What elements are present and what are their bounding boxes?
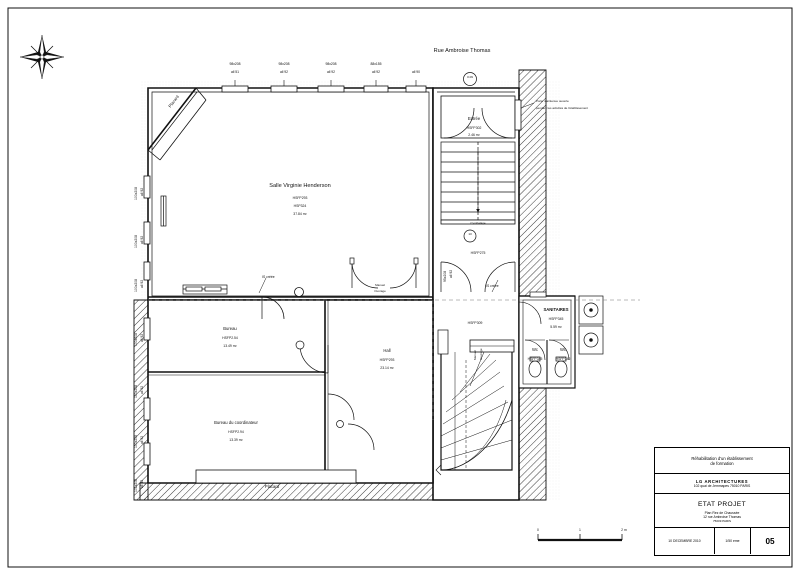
sheet-number-cell: 05 <box>751 528 789 554</box>
opening-label-left: 101x208 <box>134 478 138 492</box>
washbasin <box>578 295 604 355</box>
room-area: 13.39 m² <box>229 438 243 442</box>
room-label-wc: Wc <box>531 347 539 352</box>
note-door-line2: pendant les activités de l'établissement <box>536 106 588 110</box>
opening-label-size: 98x208 <box>325 62 337 66</box>
room-ref: HSFP293 <box>379 358 395 362</box>
room-ref: HSP324 <box>293 204 307 208</box>
room-label-sanitaires: SANITAIRES <box>543 307 569 312</box>
room-label-hall: Hall <box>383 348 391 353</box>
opening-label-left: 100x208 <box>134 234 138 248</box>
opening-label-right: 95x208 <box>443 270 447 282</box>
title-block-project: Réhabilitation d'un établissement de for… <box>655 448 789 474</box>
drawing-line-2: 12 rue Ambroise Thomas <box>703 515 741 519</box>
date-label: 10 DECEMBRE 2010 <box>668 539 701 543</box>
scale-tick-2: 2 m <box>621 528 627 532</box>
scale-tick-1: 1 <box>579 528 581 532</box>
room-ref: HSFP342 <box>555 357 571 361</box>
title-block-footer: 10 DECEMBRE 2010 1/50 eme 05 <box>655 528 789 554</box>
room-ref: HSFP345 <box>527 357 543 361</box>
room-label-bureau: Bureau <box>223 326 237 331</box>
opening-label-size: 98x208 <box>278 62 290 66</box>
opening-label-left-allege: all 92 <box>140 187 144 196</box>
double-door-swing <box>349 257 419 289</box>
note-door-line1: Porte maintenue ouverte <box>536 99 569 103</box>
room-area: 2.46 m² <box>468 133 480 137</box>
opening-label-allege: all 92 <box>371 70 381 74</box>
project-line-1: Réhabilitation d'un établissement <box>691 455 753 461</box>
opening-label-size: 88x155 <box>370 62 382 66</box>
note-ouvrage-vertical: Ouvrage <box>479 348 483 360</box>
opening-label-allege: all 92 <box>326 70 336 74</box>
note-manuel-vertical: Manuel <box>473 350 477 360</box>
note-manuel: Manuel <box>375 283 385 287</box>
title-block: Réhabilitation d'un établissement de for… <box>654 447 790 556</box>
note-ouvrage: Ouvrage <box>374 289 386 293</box>
note-created-wall: IS créée <box>262 275 275 279</box>
opening-label-left-allege: all 92 <box>140 333 144 342</box>
room-ref: HSFP302 <box>466 126 482 130</box>
title-block-drawing: ETAT PROJET Plan Rez de Chaussée 12 rue … <box>655 494 789 528</box>
opening-label-left: 100x208 <box>134 278 138 292</box>
firm-name: LG ARCHITECTURES <box>695 479 749 484</box>
room-label-entree: Entrée <box>467 116 481 121</box>
room-ref: HSFP2.54 <box>222 336 238 340</box>
room-label-wc: Wc <box>559 347 567 352</box>
opening-label-right-allege: all 92 <box>449 269 453 278</box>
phase-label: ETAT PROJET <box>698 501 746 508</box>
spiral-stair <box>435 351 513 476</box>
corridor-ref: HSFP275 <box>470 251 486 255</box>
scale-cell: 1/50 eme <box>715 528 751 554</box>
drawing-line-3: 75009 PARIS <box>713 519 731 523</box>
street-label: Rue Ambroise Thomas <box>433 48 491 54</box>
opening-label-left-allege: all 92 <box>140 385 144 394</box>
scale-tick-0: 0 <box>537 528 539 532</box>
room-area: 5.59 m² <box>550 325 562 329</box>
door-swing <box>261 296 285 320</box>
toilet-fixture <box>528 356 568 378</box>
opening-label-left: 100x208 <box>134 434 138 448</box>
north-compass-icon <box>19 34 65 80</box>
room-area: 37.84 m² <box>293 212 307 216</box>
room-ref: HSFP2.94 <box>228 430 244 434</box>
level-marker <box>463 72 477 86</box>
marker-label-a: 0.09 <box>467 75 473 79</box>
project-line-2: de formation <box>710 460 734 466</box>
opening-label-allege: all 92 <box>279 70 289 74</box>
level-marker-2 <box>463 229 477 243</box>
door-swing-bureau <box>299 344 329 374</box>
opening-label-left: 100x208 <box>134 332 138 346</box>
opening-label-size: 98x208 <box>229 62 241 66</box>
sheet-number: 05 <box>765 536 775 546</box>
placard-label-bottom: Placard <box>264 484 280 489</box>
opening-label-left: 100x208 <box>134 186 138 200</box>
firm-address: 102 quai de Jemmapes 75010 PARIS <box>693 484 751 488</box>
note-created-wall: IS créée <box>486 284 499 288</box>
title-block-firm: LG ARCHITECTURES 102 quai de Jemmapes 75… <box>655 474 789 494</box>
opening-label-left-allege: all 92 <box>140 435 144 444</box>
date-cell: 10 DECEMBRE 2010 <box>655 528 715 554</box>
opening-label-allege: all 51 <box>230 70 240 74</box>
stair-upper <box>440 141 516 221</box>
note-cymbalage: Cymbalage <box>470 221 486 225</box>
hall-ref-2: HSFP309 <box>467 321 483 325</box>
opening-label-left-allege: all 92 <box>140 235 144 244</box>
opening-label-allege: all 90 <box>411 70 421 74</box>
room-area: 13.49 m² <box>223 344 237 348</box>
room-ref: HSFP345 <box>548 317 564 321</box>
room-area: 23.14 m² <box>380 366 394 370</box>
scale-bar <box>537 534 623 542</box>
drawing-line-1: Plan Rez de Chaussée <box>704 511 740 515</box>
room-ref: HSFP293 <box>292 196 308 200</box>
marker-label-b: 13 <box>468 232 472 236</box>
opening-label-left-allege: all 92 <box>140 279 144 288</box>
room-label-salle: Salle Virginie Henderson <box>269 183 331 189</box>
room-label-bureau-coordinateur: Bureau du coordinateur <box>214 420 258 425</box>
opening-label-left-allege: all 92 <box>140 479 144 488</box>
opening-label-left: 100x208 <box>134 384 138 398</box>
scale-label: 1/50 eme <box>725 539 740 543</box>
